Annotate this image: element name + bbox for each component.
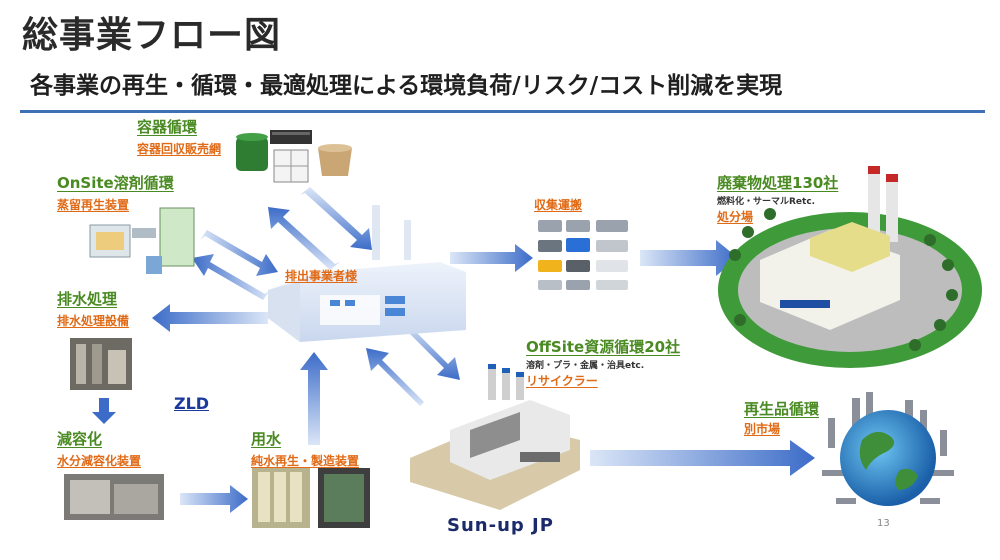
onsite-title: OnSite溶剤循環: [57, 174, 174, 192]
wastewater-title: 排水処理: [57, 290, 118, 308]
arrow-water-to-emitter: [300, 352, 328, 445]
arrow-container-to-emitter: [300, 187, 372, 250]
recycled-title: 再生品循環: [744, 400, 820, 418]
header-divider: [20, 110, 985, 113]
page-subtitle: 各事業の再生・循環・最適処理による環境負荷/リスク/コスト削減を実現: [30, 73, 783, 99]
arrow-emitter-to-container: [268, 207, 340, 270]
globe-city-illustration: [822, 392, 954, 506]
disposal-note: 燃料化・サーマルRetc.: [717, 197, 816, 207]
disposal-title: 廃棄物処理130社: [717, 174, 839, 192]
sunup-brand-label: Sun-up JP: [447, 515, 554, 536]
arrow-collect-to-disposal: [640, 240, 738, 276]
onsite-sub: 蒸留再生装置: [57, 198, 130, 212]
arrow-emitter-to-offsite: [398, 322, 460, 380]
container-items-illustration: [236, 130, 352, 183]
water-equipment-illustration: [252, 468, 370, 528]
offsite-title: OffSite資源循環20社: [526, 338, 681, 356]
disposal-plant-illustration: [718, 166, 982, 368]
trucks-illustration: [538, 220, 628, 290]
emitter-factory-illustration: [268, 205, 466, 342]
wastewater-sub: 排水処理設備: [57, 314, 130, 328]
zld-label: ZLD: [174, 394, 210, 413]
arrow-offsite-to-recycled: [590, 440, 815, 476]
arrow-emitter-to-onsite: [192, 254, 270, 300]
container-title: 容器循環: [137, 118, 198, 136]
distiller-illustration: [89, 207, 195, 274]
offsite-note: 溶剤・プラ・金属・治具etc.: [526, 361, 645, 371]
volume-sub: 水分減容化装置: [57, 454, 142, 468]
arrow-volume-to-water: [180, 485, 248, 513]
arrow-offsite-to-emitter: [366, 348, 428, 406]
recycled-sub: 別市場: [744, 422, 781, 436]
arrow-onsite-to-emitter: [200, 230, 278, 276]
arrow-emitter-to-wastewater: [152, 304, 268, 332]
water-sub: 純水再生・製造装置: [251, 454, 360, 468]
recycler-factory-illustration: [410, 364, 580, 510]
volume-reduction-equipment-illustration: [64, 474, 164, 520]
emitter-sub: 排出事業者様: [285, 269, 358, 283]
offsite-sub: リサイクラー: [526, 374, 598, 388]
container-sub: 容器回収販売網: [137, 142, 222, 156]
page-title: 総事業フロー図: [22, 15, 282, 56]
collect-sub: 収集運搬: [534, 198, 583, 212]
arrow-wastewater-to-volume: [92, 398, 116, 424]
water-title: 用水: [251, 430, 282, 448]
volume-title: 減容化: [57, 430, 103, 448]
disposal-sub: 処分場: [717, 210, 754, 224]
page-number: 13: [877, 518, 890, 529]
wastewater-equipment-illustration: [70, 338, 132, 390]
arrow-emitter-to-collect: [450, 244, 533, 272]
